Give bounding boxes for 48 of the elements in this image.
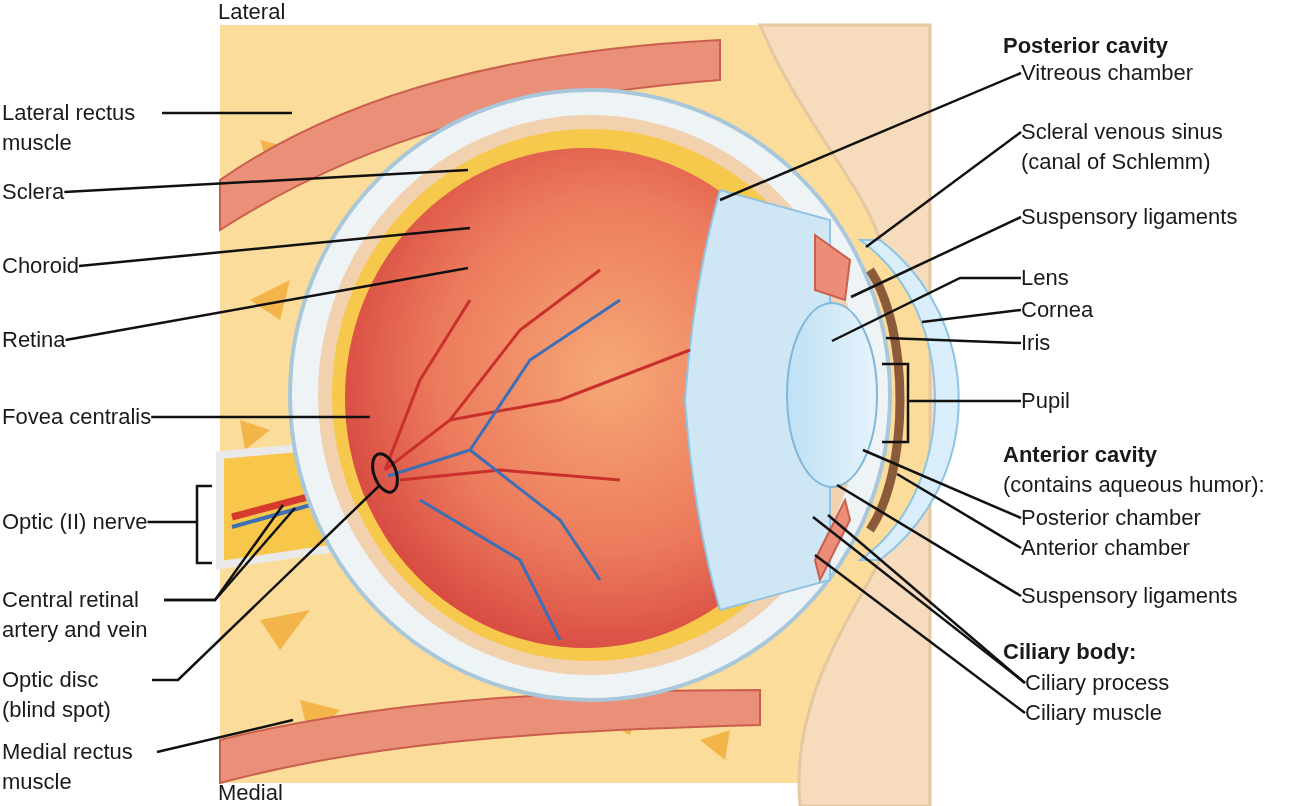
group-heading: Posterior cavity <box>1003 32 1169 60</box>
part-label: Vitreous chamber <box>1021 58 1193 88</box>
part-label: Sclera <box>2 177 65 207</box>
leader-line <box>896 472 1022 550</box>
part-label: Scleral venous sinus (canal of Schlemm) <box>1021 117 1256 177</box>
leader-line <box>850 215 1022 299</box>
part-label: Suspensory ligaments <box>1021 202 1238 232</box>
leader-line <box>78 226 471 268</box>
leader-line <box>814 554 1026 714</box>
part-label: Central retinal artery and vein <box>2 585 164 645</box>
part-label: Iris <box>1021 328 1051 358</box>
part-label: Cornea <box>1021 295 1094 325</box>
part-label: Optic (II) nerve <box>2 507 148 537</box>
leader-line <box>831 276 1021 343</box>
text-label: Lateral <box>218 0 286 26</box>
leader-line <box>162 111 292 115</box>
part-label: Optic disc (blind spot) <box>2 665 152 725</box>
bracket <box>195 484 212 565</box>
part-label: Lateral rectus muscle <box>2 98 162 158</box>
part-label: Posterior chamber <box>1021 503 1201 533</box>
leader-line <box>719 71 1022 202</box>
part-label: Ciliary process <box>1025 668 1170 698</box>
text-label: Medial <box>218 779 283 806</box>
group-heading: Anterior cavity <box>1003 441 1158 469</box>
leader-line <box>156 718 294 754</box>
part-label: Pupil <box>1021 386 1070 416</box>
part-label: Choroid <box>2 251 80 281</box>
leader-line <box>151 415 370 419</box>
leader-line <box>908 399 1021 403</box>
group-heading: Ciliary body: <box>1003 638 1137 666</box>
bracket <box>882 362 910 444</box>
leader-line <box>836 483 1022 598</box>
part-label: Suspensory ligaments <box>1021 581 1238 611</box>
leader-line <box>65 266 469 342</box>
part-label: Medial rectus muscle <box>2 737 157 797</box>
part-label: Anterior chamber <box>1021 533 1190 563</box>
part-label: Lens <box>1021 263 1069 293</box>
leader-line <box>865 131 1022 248</box>
leader-line <box>147 520 197 524</box>
text-label: (contains aqueous humor): <box>1003 471 1265 499</box>
leader-line <box>152 484 381 682</box>
part-label: Ciliary muscle <box>1025 698 1162 728</box>
part-label: Fovea centralis <box>2 402 152 432</box>
part-label: Retina <box>2 325 66 355</box>
leader-line <box>921 308 1022 324</box>
leader-line <box>862 448 1022 520</box>
leader-line <box>64 168 469 194</box>
leader-line <box>885 336 1022 345</box>
